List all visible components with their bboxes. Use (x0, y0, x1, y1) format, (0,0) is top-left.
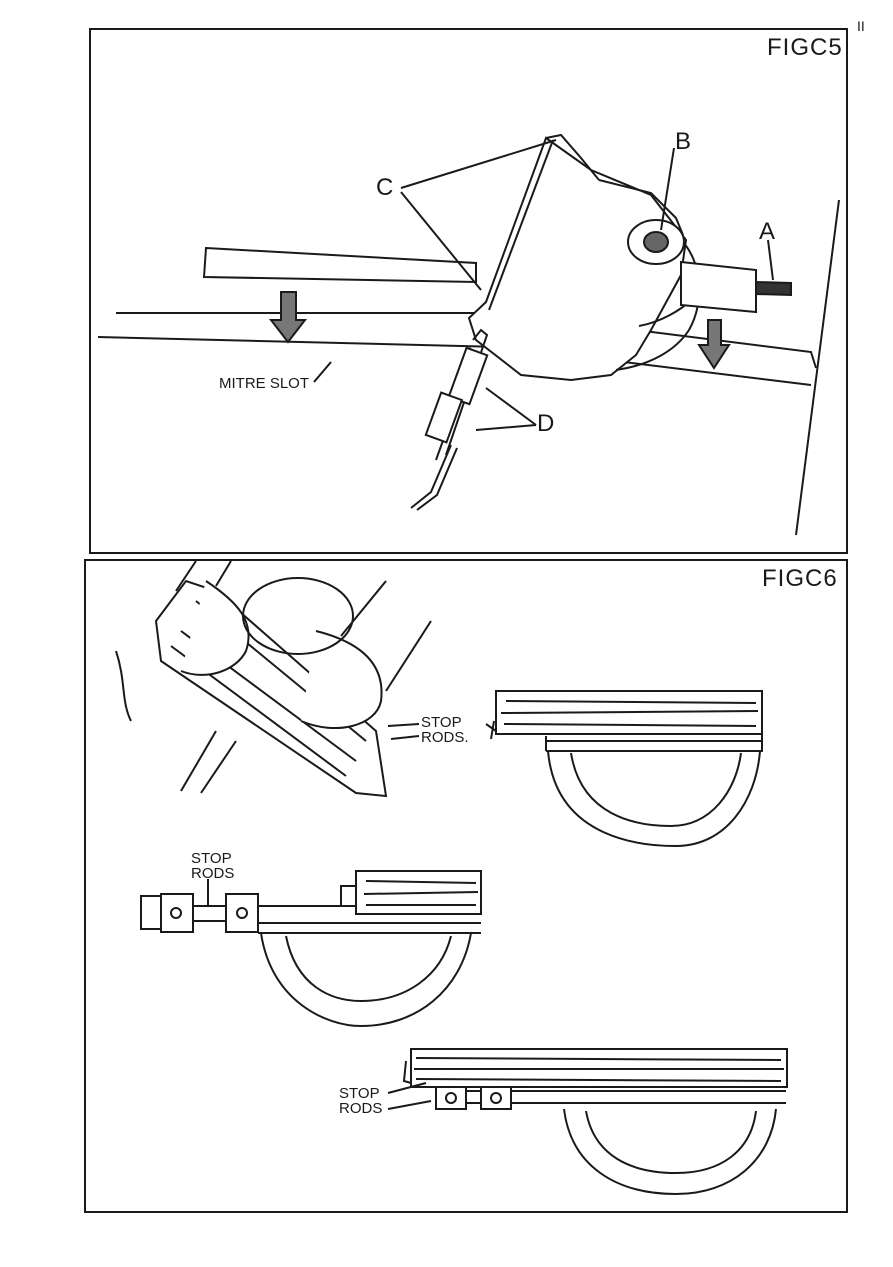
stop-block-4 (480, 1086, 512, 1110)
label-b: B (675, 128, 692, 155)
blade-guard-1 (547, 750, 761, 848)
leader-b (660, 147, 675, 231)
stop-rod-end-left (140, 895, 162, 930)
stop-rods-label-3-line1: STOP (339, 1085, 380, 1102)
figure-c5-title: FIGC5 (767, 34, 843, 61)
leader-c1 (400, 139, 557, 189)
blade-guard-2 (260, 932, 472, 1028)
stop-rods-label-2: STOP RODS (191, 851, 234, 881)
table-edge-line (116, 312, 817, 369)
stop-block-2 (225, 893, 259, 933)
label-d: D (537, 410, 555, 437)
stop-rods-label-1-line2: RODS. (421, 729, 469, 746)
mitre-protractor-behind (242, 577, 354, 655)
blade-guard-3 (563, 1108, 777, 1196)
figure-c5-panel: FIGC5 C B A D MITRE SLOT (89, 28, 848, 554)
label-mitre-slot: MITRE SLOT (219, 375, 310, 392)
right-hand (300, 630, 383, 729)
label-c: C (376, 174, 394, 201)
down-arrow-right (697, 319, 731, 370)
stop-rods-drawing (115, 561, 788, 1196)
stop-block-1 (160, 893, 194, 933)
leader-a (767, 239, 774, 281)
stop-block-3 (435, 1086, 467, 1110)
gauge-body (467, 136, 688, 382)
stop-rods-label-1-line1: STOP (421, 714, 462, 731)
leader-mitre-slot (313, 361, 332, 383)
lock-bracket (680, 260, 757, 314)
leader-c2 (400, 191, 482, 291)
stop-rod-clamp-upper (447, 346, 489, 406)
gauge-3 (466, 1090, 786, 1104)
left-hand (180, 580, 250, 676)
fence-bar (202, 246, 477, 284)
figure-c6-panel: FIGC6 STOP RODS. STOP RODS STOP RODS (84, 559, 848, 1213)
figure-c6-title: FIGC6 (762, 565, 838, 592)
stop-rods-label-3-line2: RODS (339, 1100, 383, 1117)
lock-rod-a (755, 280, 792, 297)
leader-stop-3a (387, 1082, 427, 1094)
stop-rods-label-2-line1: STOP (191, 850, 232, 867)
leader-d2 (475, 424, 537, 431)
label-a: A (759, 218, 776, 245)
stop-rods-label-3: STOP RODS (339, 1086, 382, 1116)
stop-rods-label-1: STOP RODS. (421, 715, 469, 745)
stop-rod-lower (410, 444, 452, 509)
leader-d1 (485, 387, 537, 426)
corner-mark: II (857, 18, 865, 34)
mitre-gauge-drawing (97, 133, 840, 536)
stop-rod-clamp-lower (424, 391, 464, 444)
gauge-1 (496, 733, 763, 752)
leader-stop-1a (387, 723, 420, 727)
down-arrow-left (268, 291, 308, 344)
stop-rods-label-2-line2: RODS (191, 865, 235, 882)
gauge-2 (258, 905, 481, 934)
protractor-arc (615, 239, 701, 371)
